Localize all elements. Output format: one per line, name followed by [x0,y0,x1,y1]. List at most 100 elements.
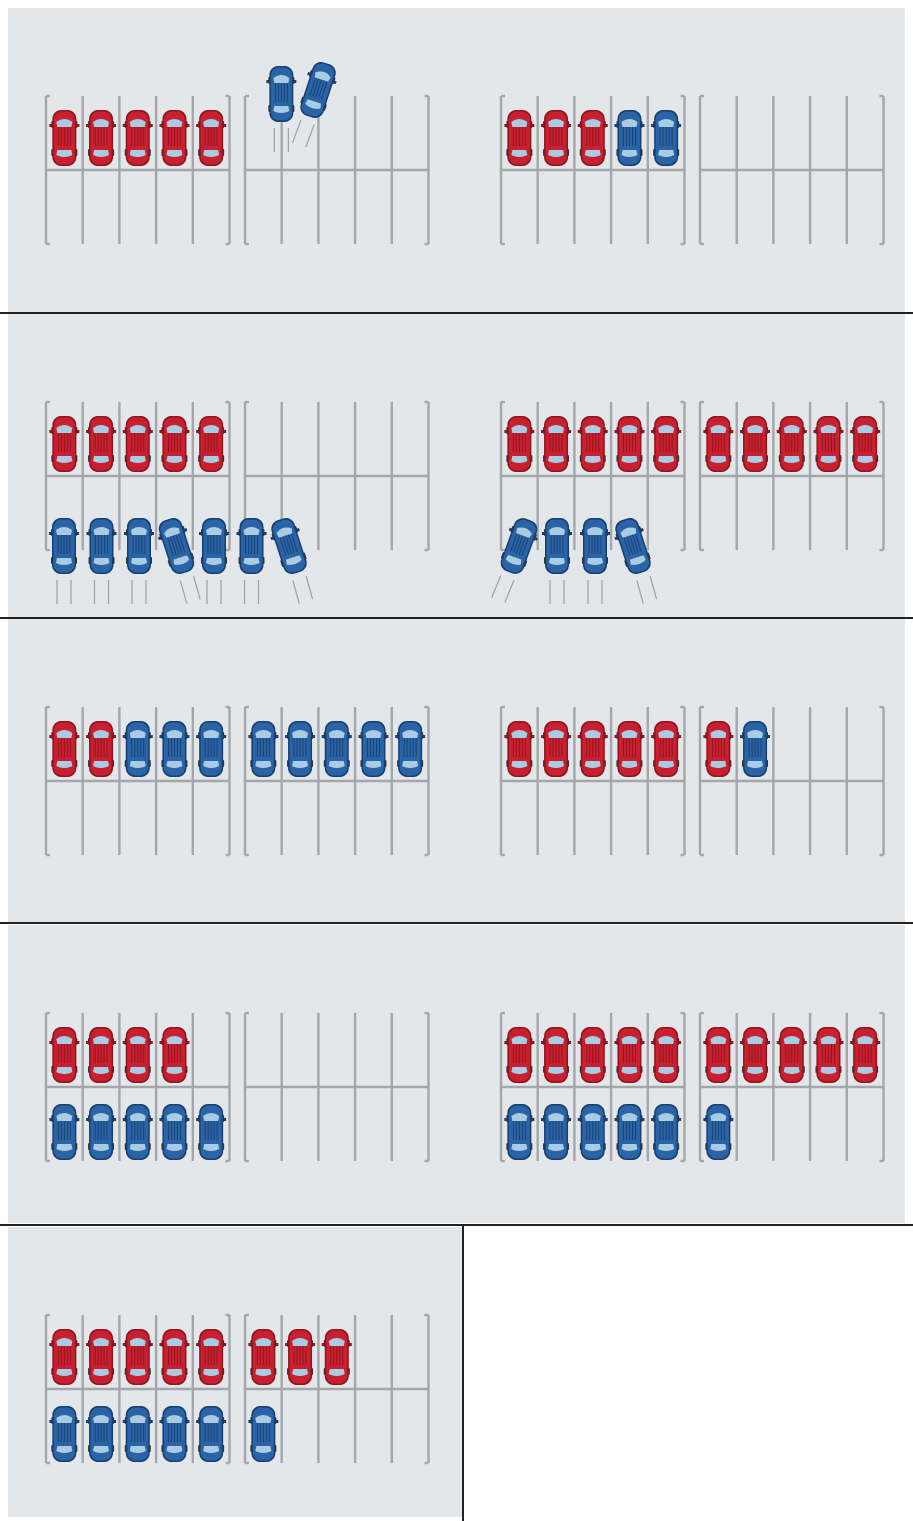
car-red [614,721,644,777]
scene-drawing-2 [463,8,905,312]
car-red [123,416,153,472]
car-red [86,110,116,166]
car-red [777,416,807,472]
row-divider [0,1224,913,1226]
scene-panel-6 [463,619,905,922]
incoming-car-blue [610,515,665,606]
car-red [49,1329,79,1385]
car-red [651,1027,681,1083]
car-red [86,1027,116,1083]
incoming-car-blue [286,59,341,150]
parking-lot-lines [245,1013,429,1161]
car-red [703,1027,733,1083]
car-blue [285,721,315,777]
car-red [777,1027,807,1083]
incoming-car-blue [542,518,572,604]
scene-panel-1 [8,8,463,312]
car-red [504,110,534,166]
car-red [49,721,79,777]
car-blue [86,1406,116,1462]
car-blue [86,1104,116,1160]
scene-panel-5 [8,619,463,922]
scene-panel-8 [463,925,905,1223]
car-blue [49,1104,79,1160]
scene-drawing-4 [463,314,905,617]
car-red [49,1027,79,1083]
car-red [740,1027,770,1083]
car-red [86,416,116,472]
car-blue [196,1104,226,1160]
car-red [159,416,189,472]
car-red [578,1027,608,1083]
scene-panel-3 [8,314,463,617]
car-red [813,1027,843,1083]
scene-drawing-1 [8,8,463,312]
incoming-car-blue [49,518,79,604]
car-red [159,1329,189,1385]
car-blue [123,721,153,777]
row-divider [0,922,913,924]
car-blue [703,1104,733,1160]
car-blue [614,110,644,166]
car-red [813,416,843,472]
car-blue [159,1104,189,1160]
car-red [703,416,733,472]
car-red [541,416,571,472]
car-blue [123,1104,153,1160]
car-red [285,1329,315,1385]
car-blue [159,721,189,777]
car-red [49,416,79,472]
car-blue [651,1104,681,1160]
car-blue [159,1406,189,1462]
car-blue [49,1406,79,1462]
car-blue [740,721,770,777]
car-red [541,110,571,166]
scene-drawing-6 [463,619,905,922]
incoming-car-blue [154,515,209,606]
scene-panel-7 [8,925,463,1223]
car-blue [123,1406,153,1462]
parking-lot-lines [700,96,884,244]
car-red [614,416,644,472]
car-red [248,1329,278,1385]
car-blue [541,1104,571,1160]
car-red [651,416,681,472]
car-blue [322,721,352,777]
car-red [86,721,116,777]
scene-drawing-3 [8,314,463,617]
car-blue [248,721,278,777]
car-blue [248,1406,278,1462]
car-red [123,1027,153,1083]
car-red [850,416,880,472]
car-blue [358,721,388,777]
incoming-car-blue [199,518,229,604]
car-red [196,1329,226,1385]
incoming-car-blue [87,518,117,604]
car-red [86,1329,116,1385]
incoming-car-blue [580,518,610,604]
car-red [196,110,226,166]
car-blue [651,110,681,166]
car-red [740,416,770,472]
car-red [504,721,534,777]
car-blue [504,1104,534,1160]
car-red [850,1027,880,1083]
car-blue [196,1406,226,1462]
car-red [123,1329,153,1385]
column-divider [462,1224,464,1521]
scene-panel-9 [8,1227,463,1517]
car-red [578,721,608,777]
car-red [578,110,608,166]
scene-drawing-7 [8,925,463,1223]
car-red [504,1027,534,1083]
scene-panel-4 [463,314,905,617]
car-red [541,1027,571,1083]
car-blue [614,1104,644,1160]
row-divider [0,617,913,619]
incoming-car-blue [237,518,267,604]
car-red [123,110,153,166]
scene-drawing-5 [8,619,463,922]
car-red [541,721,571,777]
incoming-car-blue [124,518,154,604]
